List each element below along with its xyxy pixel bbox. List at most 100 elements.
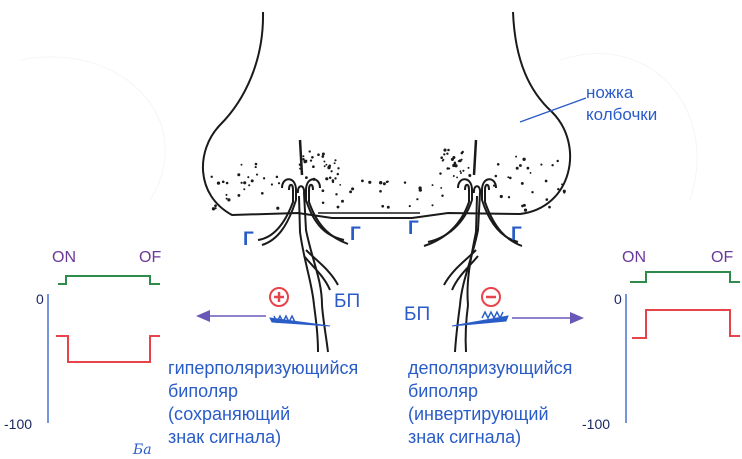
vesicle-dot xyxy=(335,193,337,195)
vesicle-dot xyxy=(443,153,445,155)
vesicle-dot xyxy=(381,205,384,208)
cone-pedicle-label-line2: колбочки xyxy=(586,105,657,124)
vesicle-dot xyxy=(446,167,449,170)
right-response-graph: ON OF 0 -100 xyxy=(582,249,740,432)
vesicle-dot xyxy=(416,198,418,200)
vesicle-dot xyxy=(332,181,334,183)
vesicle-dot xyxy=(461,159,463,161)
hyper-line-1: гиперполяризующийся xyxy=(168,358,358,378)
left-response-graph: ON OF 0 -100 xyxy=(4,249,161,432)
vesicle-dot xyxy=(312,165,315,168)
vesicle-dot xyxy=(561,183,563,185)
vesicle-dot xyxy=(329,176,332,179)
vesicle-dot xyxy=(305,176,308,179)
hyper-line-3: (сохраняющий xyxy=(168,404,290,424)
vesicle-dot xyxy=(468,174,471,177)
vesicle-dot xyxy=(237,194,240,197)
vesicle-dot xyxy=(243,181,246,184)
vesicle-dot xyxy=(516,167,519,170)
vesicle-dot xyxy=(334,162,336,164)
vesicle-dot xyxy=(460,172,462,174)
cone-pedicle xyxy=(203,12,570,218)
vesicle-dot xyxy=(271,183,273,185)
depolarizing-caption: деполяризующийся биполяр (инвертирующий … xyxy=(408,358,572,447)
right-triad xyxy=(424,179,522,305)
vesicle-dot xyxy=(531,191,533,193)
hyperpolarizing-caption: гиперполяризующийся биполяр (сохраняющий… xyxy=(168,358,358,447)
vesicle-dot xyxy=(240,182,242,184)
vesicle-dot xyxy=(256,174,258,176)
vesicle-dot xyxy=(310,159,312,161)
vesicle-dot xyxy=(351,187,354,190)
vesicle-dot xyxy=(317,153,320,156)
vesicle-dot xyxy=(214,204,217,207)
vesicle-dot xyxy=(440,156,443,159)
vesicle-dot xyxy=(330,170,332,172)
plus-circle-icon xyxy=(270,288,288,306)
vesicle-dot xyxy=(322,201,325,204)
vesicle-dot xyxy=(361,180,364,183)
vesicle-dot xyxy=(309,150,311,152)
horizontal-cell-label-4: Г xyxy=(511,224,522,245)
cone-pedicle-label-line1: ножка xyxy=(586,83,634,102)
vesicle-dot xyxy=(311,156,314,159)
vesicle-dot xyxy=(324,165,326,167)
vesicle-dot xyxy=(441,195,443,197)
vesicle-dot xyxy=(325,164,327,166)
synaptic-ribbons xyxy=(300,140,476,175)
vesicle-dot xyxy=(509,177,512,180)
vesicle-dot xyxy=(337,167,339,169)
vesicle-dot xyxy=(211,176,213,178)
vesicle-dot xyxy=(557,188,559,190)
pedicle-label-leader xyxy=(520,98,586,122)
vesicle-dot xyxy=(447,149,450,152)
vesicle-dot xyxy=(321,155,324,158)
horizontal-cell-label-2: Г xyxy=(350,224,361,245)
vesicle-dot xyxy=(540,164,542,166)
vesicle-dot xyxy=(440,187,442,189)
vesicle-dot xyxy=(215,207,217,209)
vesicle-dot xyxy=(304,160,307,163)
vesicle-dot xyxy=(261,192,264,195)
electrode-right xyxy=(452,312,508,326)
vesicle-dot xyxy=(337,206,340,209)
vesicle-dot xyxy=(379,181,382,184)
vesicle-dot xyxy=(322,153,325,156)
vesicle-dot xyxy=(515,156,517,158)
vesicle-dot xyxy=(276,207,279,210)
vesicle-dot xyxy=(519,164,522,167)
depolarizing-response-trace xyxy=(632,310,740,338)
vesicle-dot xyxy=(527,167,530,170)
hyper-line-4: знак сигнала) xyxy=(168,427,281,447)
light-stimulus-trace-right xyxy=(630,272,740,282)
vesicle-dot xyxy=(452,156,455,159)
vesicle-dot xyxy=(508,196,510,198)
light-stimulus-trace-left xyxy=(58,276,160,284)
vesicle-dot xyxy=(467,167,469,169)
bipolar-axons xyxy=(314,305,468,352)
handwritten-note: Ба xyxy=(132,442,152,458)
bipolar-label-left: БП xyxy=(334,291,360,312)
depol-line-3: (инвертирующий xyxy=(408,404,549,424)
vesicle-dot xyxy=(563,192,565,194)
vesicle-dot xyxy=(404,181,406,183)
vesicle-dot xyxy=(276,176,279,179)
zero-label-right: 0 xyxy=(614,291,622,307)
vesicle-dot xyxy=(255,163,258,166)
vesicle-dot xyxy=(278,182,280,184)
vesicle-dot xyxy=(461,151,463,153)
vesicle-dot xyxy=(546,198,549,201)
vesicle-dot xyxy=(226,182,229,185)
vesicle-dot xyxy=(325,177,328,180)
vesicle-dot xyxy=(497,163,500,166)
arrow-right xyxy=(512,312,584,324)
vesicle-dot xyxy=(263,177,265,179)
vesicle-dot xyxy=(419,188,422,191)
vesicle-dot xyxy=(551,164,553,166)
vesicle-dot xyxy=(524,208,527,211)
vesicle-dot xyxy=(459,170,461,172)
vesicle-dot xyxy=(556,160,558,162)
vesicle-dot xyxy=(454,162,457,165)
vesicle-dot xyxy=(521,182,524,185)
